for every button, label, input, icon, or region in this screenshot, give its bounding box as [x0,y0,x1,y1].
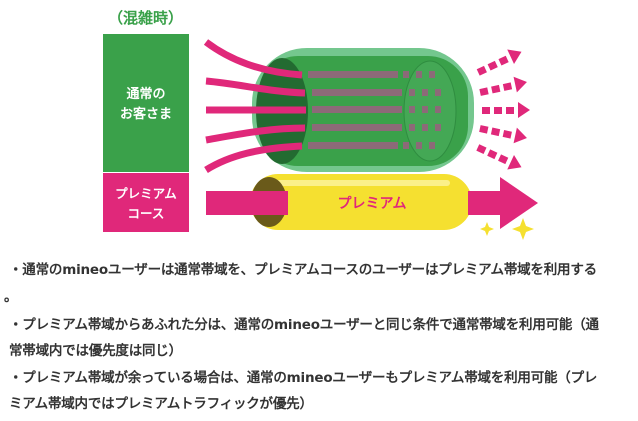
description-line-1: ・通常のmineoユーザーは通常帯域を、プレミアムコースのユーザーはプレミアム帯… [9,262,597,278]
description-line-6: ミアム帯域内ではプレミアムトラフィックが優先） [9,396,313,412]
normal-users-label-line1: 通常の [126,86,165,102]
premium-course-label-line2: コース [128,206,165,221]
normal-users-box [103,34,189,172]
overflow-arrows [476,49,530,170]
description-line-4: 常帯域内では優先度は同じ） [9,343,182,359]
premium-course-label-line1: プレミアム [115,186,177,201]
description-line-2: 。 [4,289,18,305]
description-line-3: ・プレミアム帯域からあふれた分は、通常のmineoユーザーと同じ条件で通常帯域を… [9,317,599,333]
premium-traffic-arrow [206,177,538,229]
normal-users-label-line2: お客さま [120,106,172,122]
premium-pipe-label: プレミアム [337,196,406,212]
traffic-bars [308,71,441,149]
diagram-title: （混雑時） [108,9,183,27]
incoming-traffic-lines [203,39,306,173]
sparkle-icon [480,218,534,240]
description-line-5: ・プレミアム帯域が余っている場合は、通常のmineoユーザーもプレミアム帯域を利… [9,370,598,386]
bandwidth-diagram: （混雑時） 通常の お客さま プレミアム コース [103,9,538,240]
premium-course-box [103,173,189,232]
